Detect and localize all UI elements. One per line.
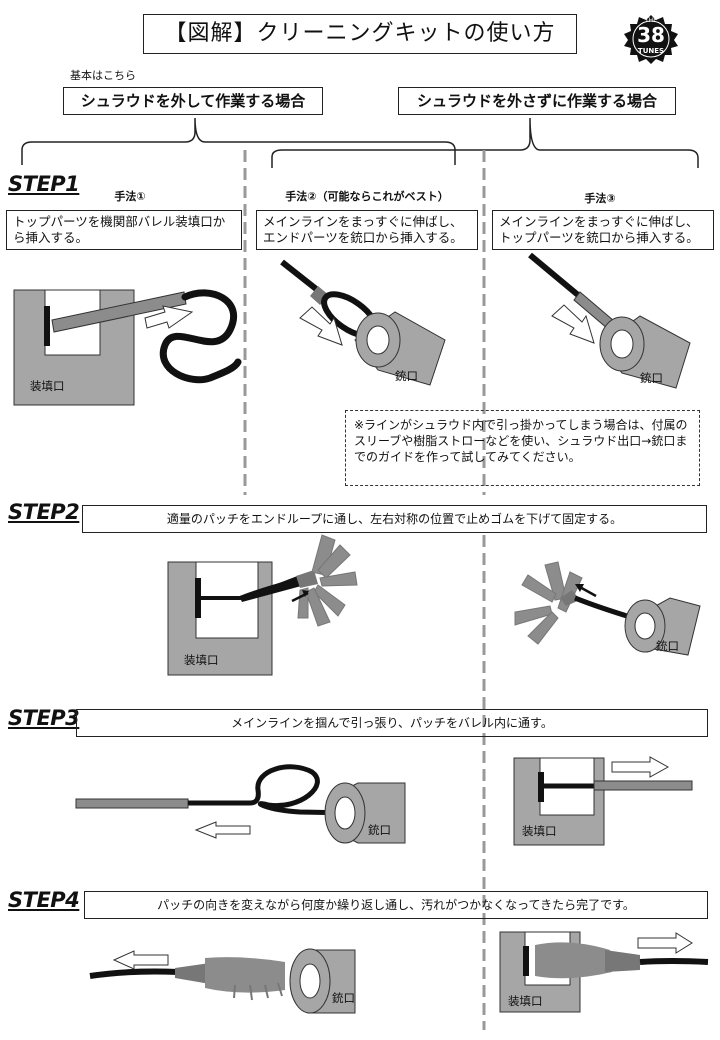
step4-right-diagram [499,931,709,1013]
scenario-keep-shroud: シュラウドを外さずに作業する場合 [398,87,676,115]
logo: THE 38 TUNES [622,14,680,64]
step4-label: STEP4 [8,888,80,912]
step2-left-diagram [167,534,358,676]
scenario-remove-shroud: シュラウドを外して作業する場合 [63,87,323,115]
step2-muzzle-label: 銃口 [656,639,679,653]
method2-title: 手法②（可能ならこれがベスト） [285,190,449,203]
logo-number: 38 [637,23,665,47]
logo-icon [624,15,678,64]
step1-label: STEP1 [8,172,80,196]
method1-text: トップパーツを機関部バレル装填口から挿入する。 [6,210,242,250]
logo-top-text: THE [645,17,657,24]
logo-bottom-text: TUNES [637,47,665,55]
step3-muzzle-label: 銃口 [368,823,391,837]
step2-label: STEP2 [8,500,80,524]
method3-text: メインラインをまっすぐに伸ばし、トップパーツを銃口から挿入する。 [492,210,714,250]
step3-right-diagram [513,756,693,846]
step1-method2-diagram [280,259,446,386]
step3-left-diagram [75,764,406,844]
step1-method3-diagram [528,252,691,389]
method2-text: メインラインをまっすぐに伸ばし、エンドパーツを銃口から挿入する。 [256,210,478,250]
step2-load-port-label: 装填口 [184,653,219,667]
step4-text: パッチの向きを変えながら何度か繰り返し通し、汚れがつかなくなってきたら完了です。 [84,891,708,919]
step1-muzzle-label-1: 銃口 [395,369,418,383]
step2-text: 適量のパッチをエンドループに通し、左右対称の位置で止めゴムを下げて固定する。 [82,505,707,533]
step1-load-port-label: 装填口 [30,379,65,393]
step4-left-diagram [89,948,356,1014]
method3-title: 手法③ [584,192,616,205]
step4-muzzle-label: 銃口 [332,991,355,1005]
method1-title: 手法① [114,190,146,203]
step3-load-port-label: 装填口 [522,824,557,838]
page-title: 【図解】クリーニングキットの使い方 [143,14,577,54]
brace-keep [271,117,699,168]
step2-right-diagram [514,561,701,656]
basic-note: 基本はこちら [70,69,136,82]
step3-label: STEP3 [8,706,80,730]
step1-muzzle-label-2: 銃口 [640,371,663,385]
step3-text: メインラインを掴んで引っ張り、パッチをバレル内に通す。 [76,709,708,737]
shroud-note: ※ラインがシュラウド内で引っ掛かってしまう場合は、付属のスリーブや樹脂ストローな… [345,410,700,486]
step1-receiver [13,289,242,406]
step4-load-port-label: 装填口 [508,994,543,1008]
brace-remove [21,117,456,165]
